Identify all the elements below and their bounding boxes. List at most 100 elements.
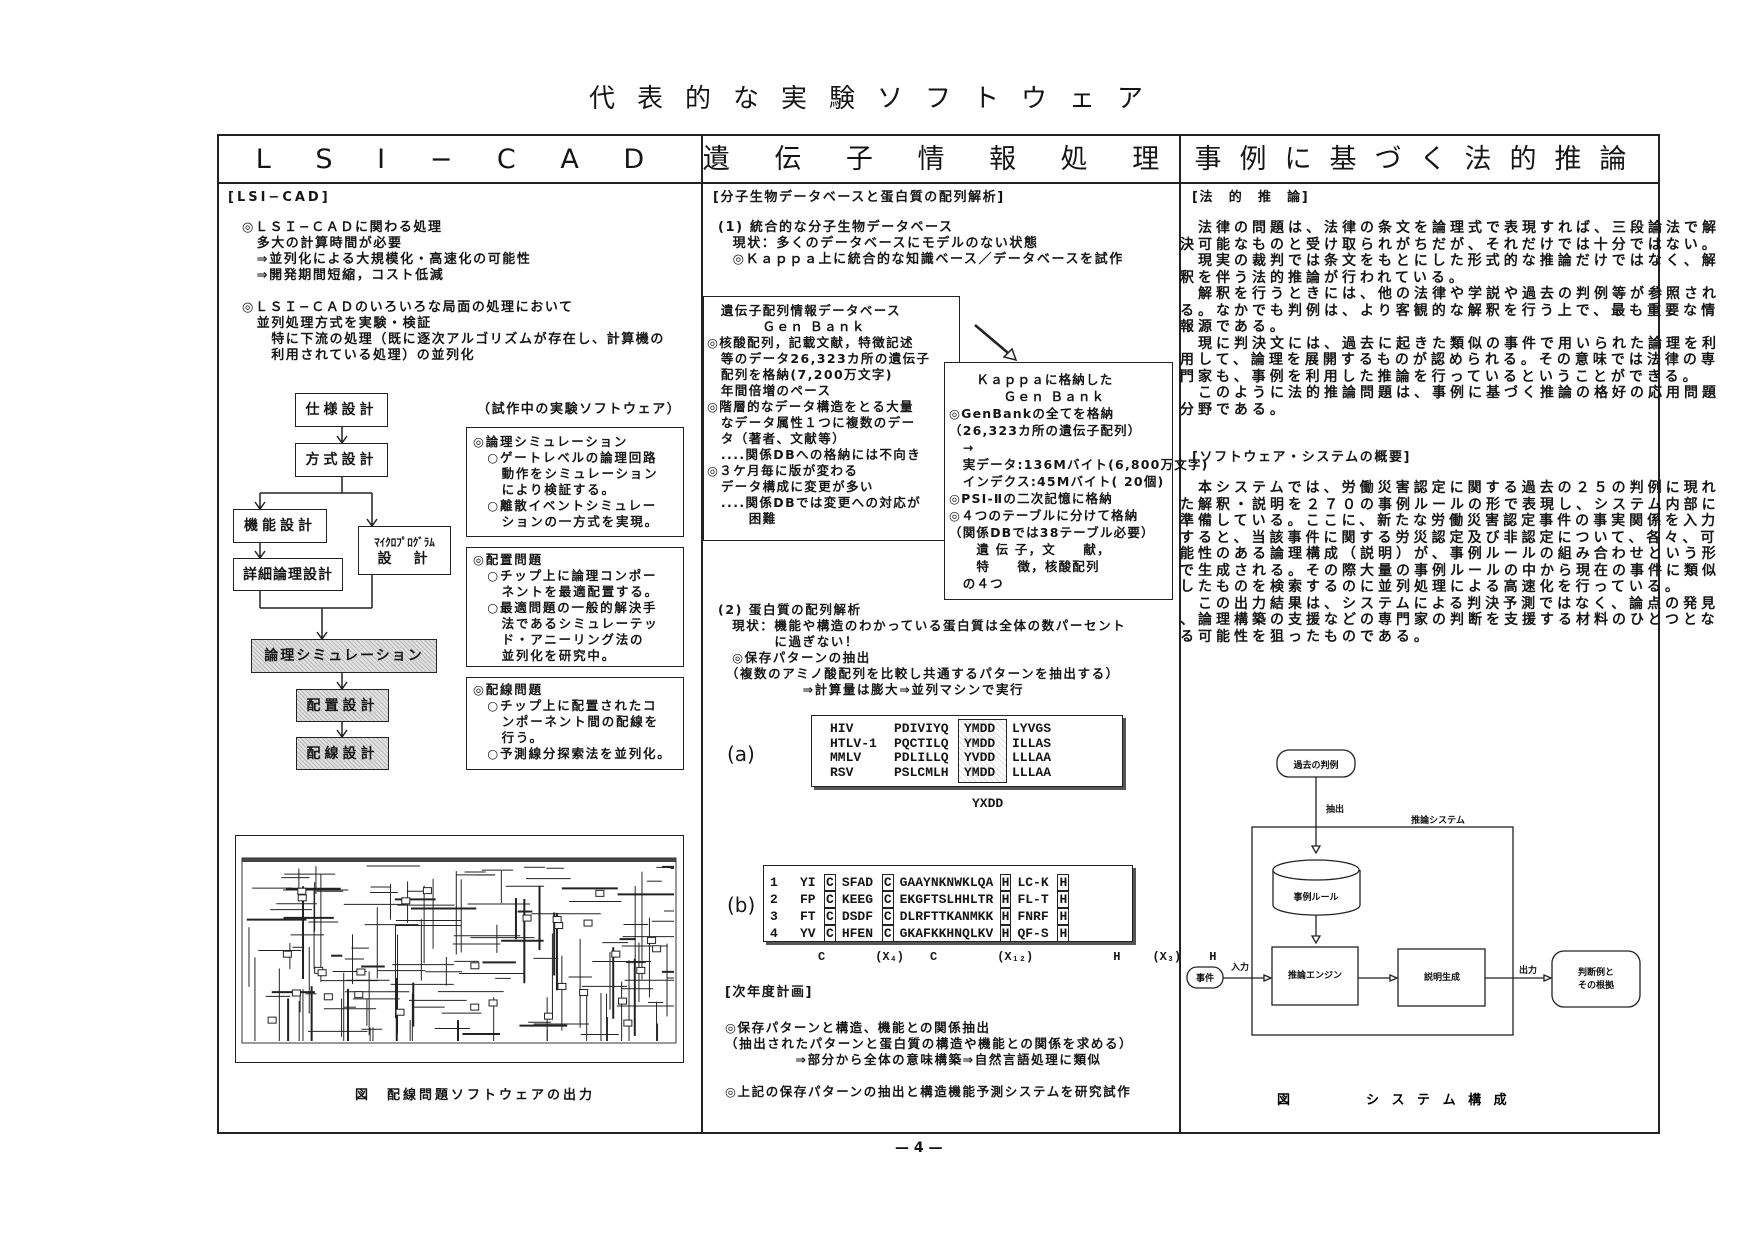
text-line: に過ぎない！	[718, 634, 860, 649]
genbank-box: 遺伝子配列情報データベース Ｇｅｎ Ｂａｎｋ◎核酸配列，記載文献，特徴記述 等の…	[703, 296, 960, 541]
gate-symbol	[583, 919, 593, 927]
text-line: 法であるシミュレーテッ	[473, 616, 659, 631]
sequence-token: C	[824, 891, 836, 908]
sequence-token: FP	[800, 892, 816, 907]
text-line: ◎Ｋａｐｐａ上に統合的な知識ベース／データベースを試作	[718, 252, 1124, 267]
text-line: 現に判決文には、過去に起きた類似の事件で用いられた論理を利	[1180, 335, 1720, 352]
text-line: データ構成に変更が多い	[707, 479, 874, 494]
past-cases-label: 過去の判例	[1292, 759, 1338, 771]
section-heading: [法 的 推 論]	[1192, 190, 1310, 205]
gate-symbol	[354, 991, 364, 999]
sequence-token: H	[999, 908, 1012, 925]
sequence-token: C	[824, 925, 836, 942]
text-line: 解釈を行うときには、他の法律や学説や過去の判例等が参照され	[1180, 286, 1720, 302]
flow-micro-label-1: ﾏｲｸﾛﾌﾟﾛｸﾞﾗﾑ	[374, 535, 435, 549]
sequence-token: 2	[770, 892, 778, 907]
case-rules-label: 事例ルール	[1293, 891, 1338, 903]
page-title: 代表的な実験ソフトウェア	[588, 84, 1165, 114]
text-line: 年間倍増のペース	[707, 383, 832, 398]
sequence-token: H	[1057, 908, 1070, 925]
text-line: 利用されている処理）の並列化	[242, 348, 476, 363]
sequence-token: GKAFKKHNQLKV	[899, 926, 994, 941]
sequence-token: H	[1057, 891, 1070, 908]
flow-spec-design: 仕様設計	[295, 393, 388, 427]
text-line: 特 徴，核酸配列	[949, 559, 1100, 574]
text-line: 実データ:136Mバイト(6,800万文字)	[949, 457, 1209, 472]
text-line: 用して、論理を展開するものが認められる。その意味では法律の専	[1180, 352, 1719, 368]
text-line: ◎核酸配列，記載文献，特徴記述	[707, 335, 914, 350]
wiring-title-bar	[242, 858, 676, 862]
sequence-token: H	[1113, 950, 1121, 964]
text-line: このように法的推論問題は、事例に基づく推論の格好の応用問題	[1180, 385, 1720, 401]
text-line: の４つ	[949, 576, 1004, 591]
gate-symbol	[544, 1012, 554, 1020]
sequence-token: YMDD	[964, 735, 996, 751]
sequence-token: H	[1209, 950, 1217, 964]
inference-engine-node	[1271, 946, 1359, 1006]
gate-symbol	[297, 887, 307, 895]
sequence-token: LC-K	[1017, 875, 1049, 890]
text-line: ド・アニーリング法の	[473, 632, 645, 647]
text-line: 、論理構築の支援などの専門家の判断を支援する材料のひとつとな	[1180, 612, 1719, 628]
sequence-token: FT	[800, 909, 816, 924]
text-line: ◎配置問題	[473, 552, 543, 567]
sequence-token: H	[999, 891, 1012, 908]
text-line: で生成される。その際大量の事例ルールの中から現在の事件に類似	[1180, 562, 1720, 579]
text-line: 決可能なものと受け取られがちだが、それだけでは十分ではない。	[1180, 236, 1720, 253]
result-label-1: 判断例と	[1578, 966, 1614, 978]
gate-symbol	[552, 916, 562, 924]
text-line: ⇒並列化による大規模化・高速化の可能性	[242, 252, 532, 267]
gate-symbol	[356, 968, 366, 976]
wiring-frame	[241, 857, 677, 1044]
experimental-software-label: （試作中の実験ソフトウェア）	[477, 402, 682, 417]
text-line: ⇒計算量は膨大⇒並列マシンで実行	[718, 682, 1025, 697]
sequence-token: 4	[770, 926, 778, 941]
flow-func-design: 機能設計	[233, 509, 327, 543]
sequence-token: C	[824, 908, 836, 925]
text-line: ◎PSI-Ⅱの二次記憶に格納	[949, 491, 1113, 506]
text-line: ◎保存パターンと構造、機能との関係抽出	[725, 1020, 991, 1035]
text-line: ◎論理シミュレーション	[473, 434, 629, 449]
sequence-token: C	[818, 950, 826, 964]
text-line: (1) 統合的な分子生物データベース	[718, 220, 954, 235]
sequence-token: HIV	[830, 721, 854, 736]
text-line: ○離散イベントシミュレー	[473, 498, 658, 513]
motif-highlight	[958, 719, 1007, 783]
text-line: 動作をシミュレーション	[473, 466, 659, 481]
flow-micro-design: ﾏｲｸﾛﾌﾟﾛｸﾞﾗﾑ 設 計	[358, 526, 451, 575]
system-overview-text: 本システムでは、労働災害認定に関する過去の２５の判例に現れた解釈・説明を２７０の…	[1180, 480, 1720, 645]
text-line: 配列を格納(7,200万文字)	[707, 367, 893, 382]
sequence-token: H	[999, 925, 1012, 942]
sequence-token: GAAYNKNWKLQA	[899, 875, 994, 890]
text-line: る。なかでも判例は、より客観的な解釈を行う上で、最も重要な情	[1180, 302, 1720, 319]
next-year-plan: ◎保存パターンと構造、機能との関係抽出（抽出されたパターンと蛋白質の構造や機能と…	[725, 1020, 1133, 1100]
sequence-token: YV	[800, 926, 816, 941]
flow-placement-design: 配置設計	[296, 689, 389, 722]
text-line: ○予測線分探索法を並列化。	[473, 746, 672, 761]
text-line: 行う。	[473, 730, 544, 745]
text-line: ⇒開発期間短縮，コスト低減	[242, 268, 445, 283]
logic-simulation-box: ◎論理シミュレーション ○ゲートレベルの論理回路 動作をシミュレーション により…	[466, 427, 684, 537]
next-year-heading: [次年度計画]	[725, 985, 814, 1000]
text-line: 現状：多くのデータベースにモデルのない状態	[718, 236, 1039, 251]
text-line: ◎４つのテーブルに分けて格納	[949, 508, 1139, 523]
text-line: 釈を伴う法的推論が行われている。	[1180, 269, 1467, 286]
sequence-token: (X₄)	[875, 950, 905, 964]
text-line: 特に下流の処理（既に逐次アルゴリズムが存在し、計算機の	[242, 332, 666, 347]
text-line: 法律の問題は、法律の条文を論理式で表現すれば、三段論法で解	[1180, 220, 1720, 236]
text-line: ○最適問題の一般的解決手	[473, 600, 658, 615]
text-line: ションの一方式を実現。	[473, 514, 659, 529]
text-line: 困難	[707, 511, 777, 526]
sequence-token: LLLAA	[1012, 764, 1052, 780]
text-line: 報源である。	[1180, 319, 1288, 335]
sequence-token: FL-T	[1017, 892, 1049, 907]
section-heading: [分子生物データベースと蛋白質の配列解析]	[713, 190, 1005, 205]
gate-symbol	[470, 1003, 480, 1011]
sequence-token: PDLILLQ	[894, 750, 949, 765]
